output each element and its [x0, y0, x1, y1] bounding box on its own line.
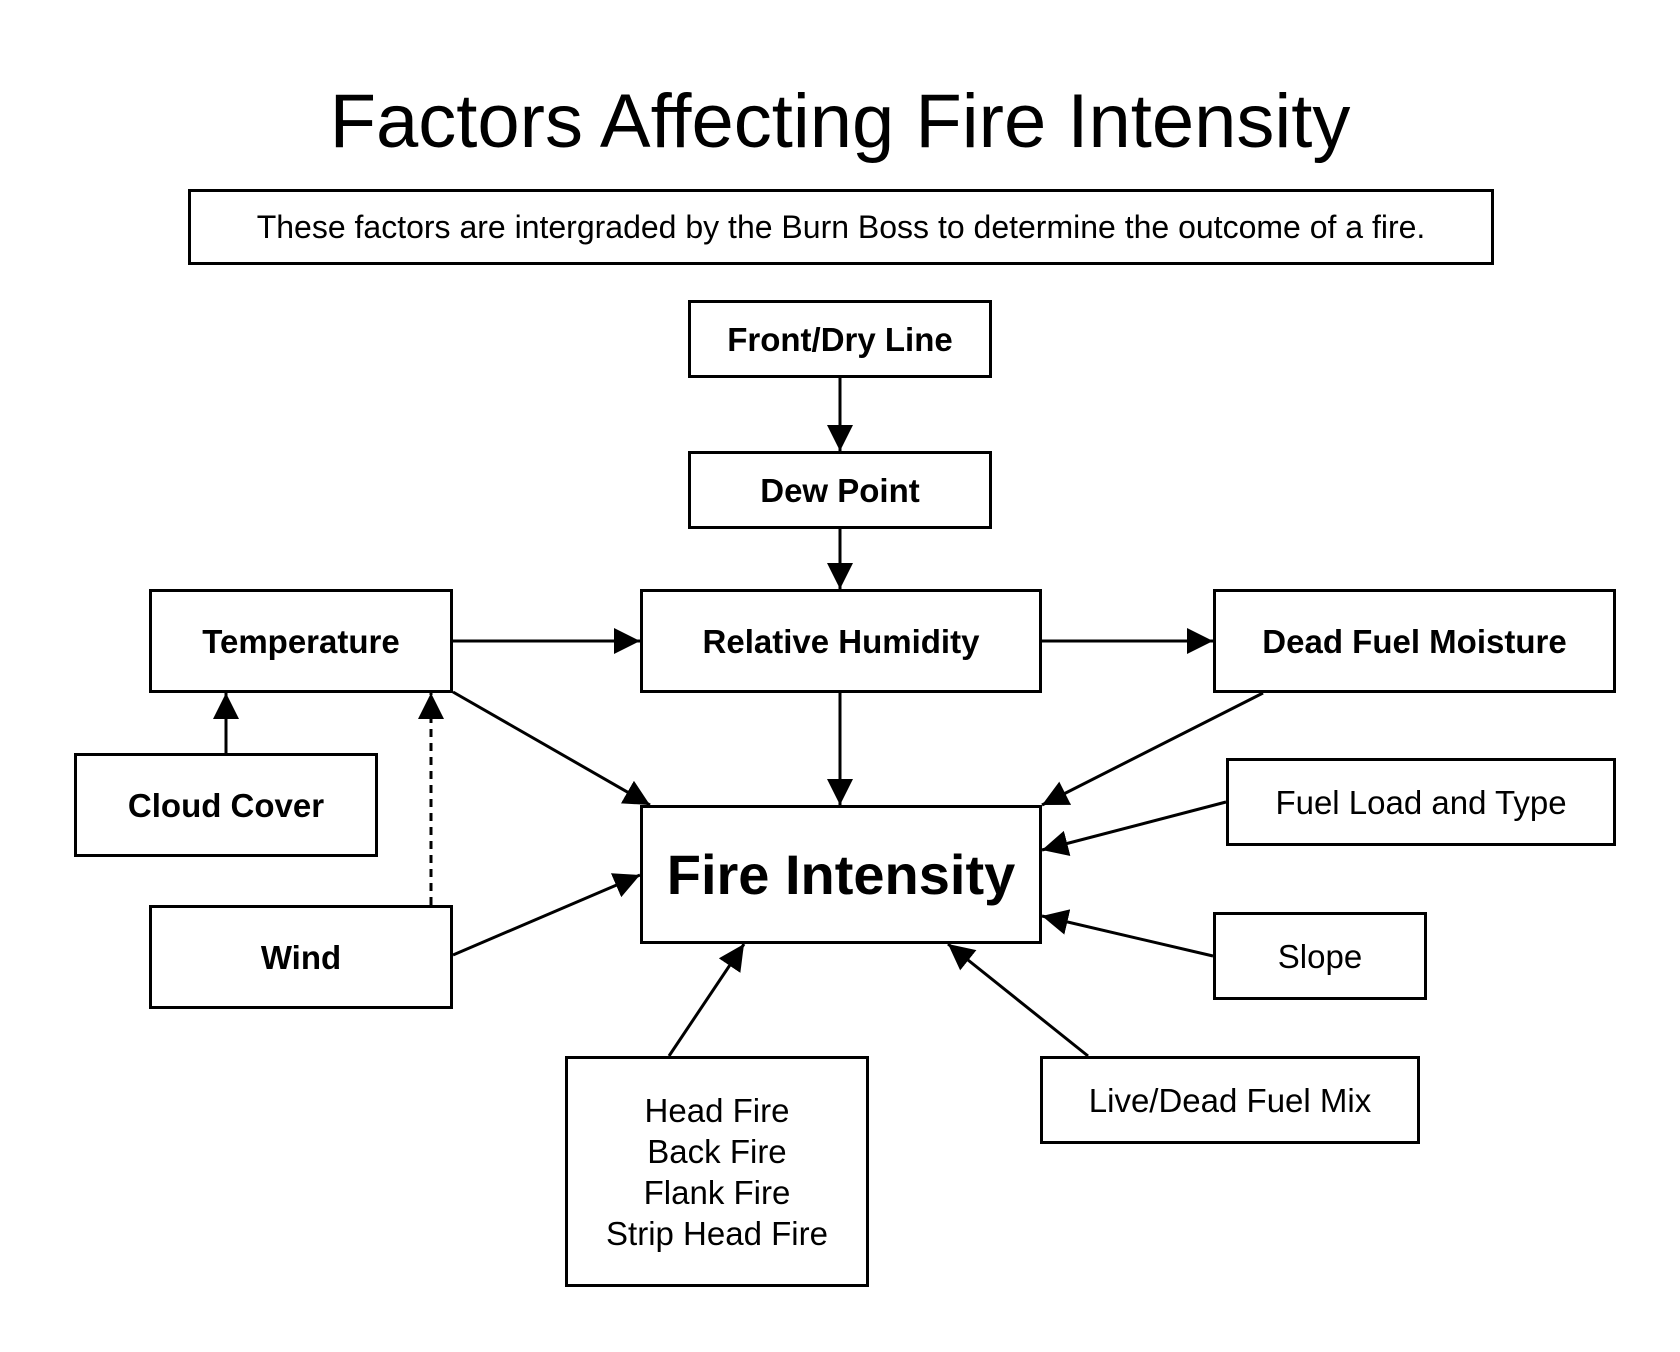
node-dew-point: Dew Point: [688, 451, 992, 529]
subtitle-text: These factors are intergraded by the Bur…: [256, 208, 1426, 245]
edge-dead-fuel-moisture-to-fire-intensity: [1041, 691, 1264, 807]
edge-slope-to-fire-intensity: [1041, 909, 1214, 958]
node-relative-humidity: Relative Humidity: [640, 589, 1042, 693]
node-label: Dead Fuel Moisture: [1262, 622, 1567, 660]
node-label: Relative Humidity: [702, 622, 980, 660]
node-label: Fire Intensity: [666, 843, 1016, 906]
edge-live-dead-fuel-mix-to-fire-intensity: [947, 942, 1089, 1058]
node-temperature: Temperature: [149, 589, 453, 693]
firing-technique-head-fire: Head Fire: [644, 1091, 790, 1129]
node-cloud-cover: Cloud Cover: [74, 753, 378, 857]
node-label: Dew Point: [760, 471, 920, 509]
edge-wind-to-fire-intensity: [452, 873, 641, 957]
node-label: Temperature: [202, 622, 400, 660]
node-label: Slope: [1277, 937, 1363, 975]
node-firing-techniques: Head Fire Back Fire Flank Fire Strip Hea…: [565, 1056, 869, 1287]
firing-technique-list: Head Fire Back Fire Flank Fire Strip Hea…: [606, 1090, 828, 1254]
edge-fuel-load-and-type-to-fire-intensity: [1041, 800, 1227, 857]
node-slope: Slope: [1213, 912, 1427, 1000]
node-live-dead-fuel-mix: Live/Dead Fuel Mix: [1040, 1056, 1420, 1144]
node-fuel-load-and-type: Fuel Load and Type: [1226, 758, 1616, 846]
node-label: Wind: [260, 938, 342, 976]
node-label: Fuel Load and Type: [1275, 783, 1567, 821]
subtitle-box: These factors are intergraded by the Bur…: [188, 189, 1494, 265]
node-dead-fuel-moisture: Dead Fuel Moisture: [1213, 589, 1616, 693]
edge-temperature-to-fire-intensity: [452, 690, 651, 807]
edge-firing-techniques-to-fire-intensity: [667, 943, 746, 1057]
node-label: Front/Dry Line: [727, 320, 953, 358]
firing-technique-strip-head-fire: Strip Head Fire: [606, 1214, 828, 1252]
diagram-title: Factors Affecting Fire Intensity: [329, 79, 1351, 164]
node-wind: Wind: [149, 905, 453, 1009]
firing-technique-back-fire: Back Fire: [647, 1132, 787, 1170]
node-label: Live/Dead Fuel Mix: [1088, 1081, 1372, 1119]
firing-technique-flank-fire: Flank Fire: [643, 1173, 791, 1211]
node-front-dry-line: Front/Dry Line: [688, 300, 992, 378]
node-fire-intensity: Fire Intensity: [640, 805, 1042, 944]
node-label: Cloud Cover: [127, 786, 325, 824]
